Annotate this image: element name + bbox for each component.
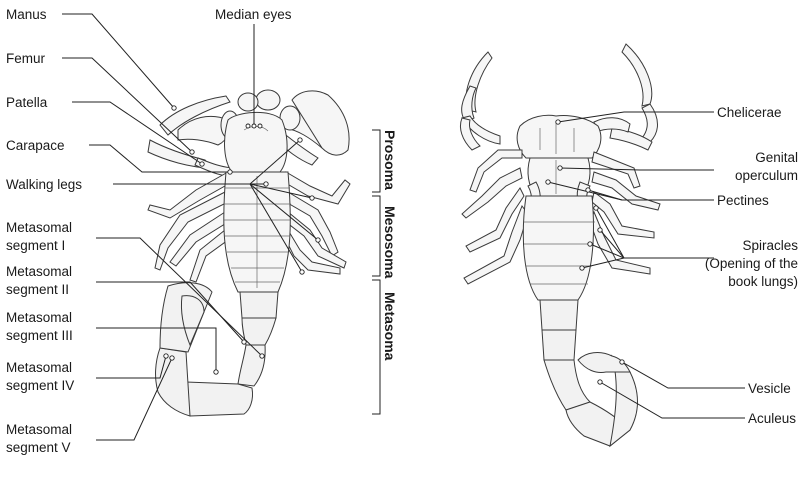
label-spiracles-line1: Spiracles [742,238,798,253]
label-manus: Manus [6,7,47,22]
label-metasomal-segment-2-line2: segment II [6,282,69,297]
label-prosoma: Prosoma [382,130,398,190]
label-chelicerae: Chelicerae [717,105,782,120]
label-femur: Femur [6,51,46,66]
label-metasomal-segment-4-line2: segment IV [6,378,74,393]
label-genital-operculum-line2: operculum [735,168,798,183]
label-patella: Patella [6,95,48,110]
label-metasomal-segment-1-line1: Metasomal [6,220,72,235]
label-metasomal-segment-4-line1: Metasomal [6,360,72,375]
body-section-labels: Prosoma Mesosoma Metasoma [382,130,398,361]
label-carapace: Carapace [6,138,65,153]
label-genital-operculum-line1: Genital [755,150,798,165]
label-metasomal-segment-5-line2: segment V [6,440,71,455]
label-vesicle: Vesicle [748,381,791,396]
label-aculeus: Aculeus [748,411,796,426]
left-labels: Manus Femur Patella Carapace Walking leg… [6,7,82,455]
label-metasomal-segment-2-line1: Metasomal [6,264,72,279]
ventral-scorpion-illustration [460,44,660,446]
label-metasomal-segment-5-line1: Metasomal [6,422,72,437]
right-labels: Chelicerae Genital operculum Pectines Sp… [705,105,798,426]
label-metasomal-segment-3-line2: segment III [6,328,73,343]
label-pectines: Pectines [717,193,769,208]
label-spiracles-line2: (Opening of the [705,256,798,271]
top-labels: Median eyes [215,7,292,22]
label-median-eyes: Median eyes [215,7,292,22]
label-spiracles-line3: book lungs) [728,274,798,289]
label-mesosoma: Mesosoma [382,206,398,279]
label-metasomal-segment-1-line2: segment I [6,238,65,253]
label-metasoma: Metasoma [382,292,398,361]
label-walking-legs: Walking legs [6,177,82,192]
label-metasomal-segment-3-line1: Metasomal [6,310,72,325]
